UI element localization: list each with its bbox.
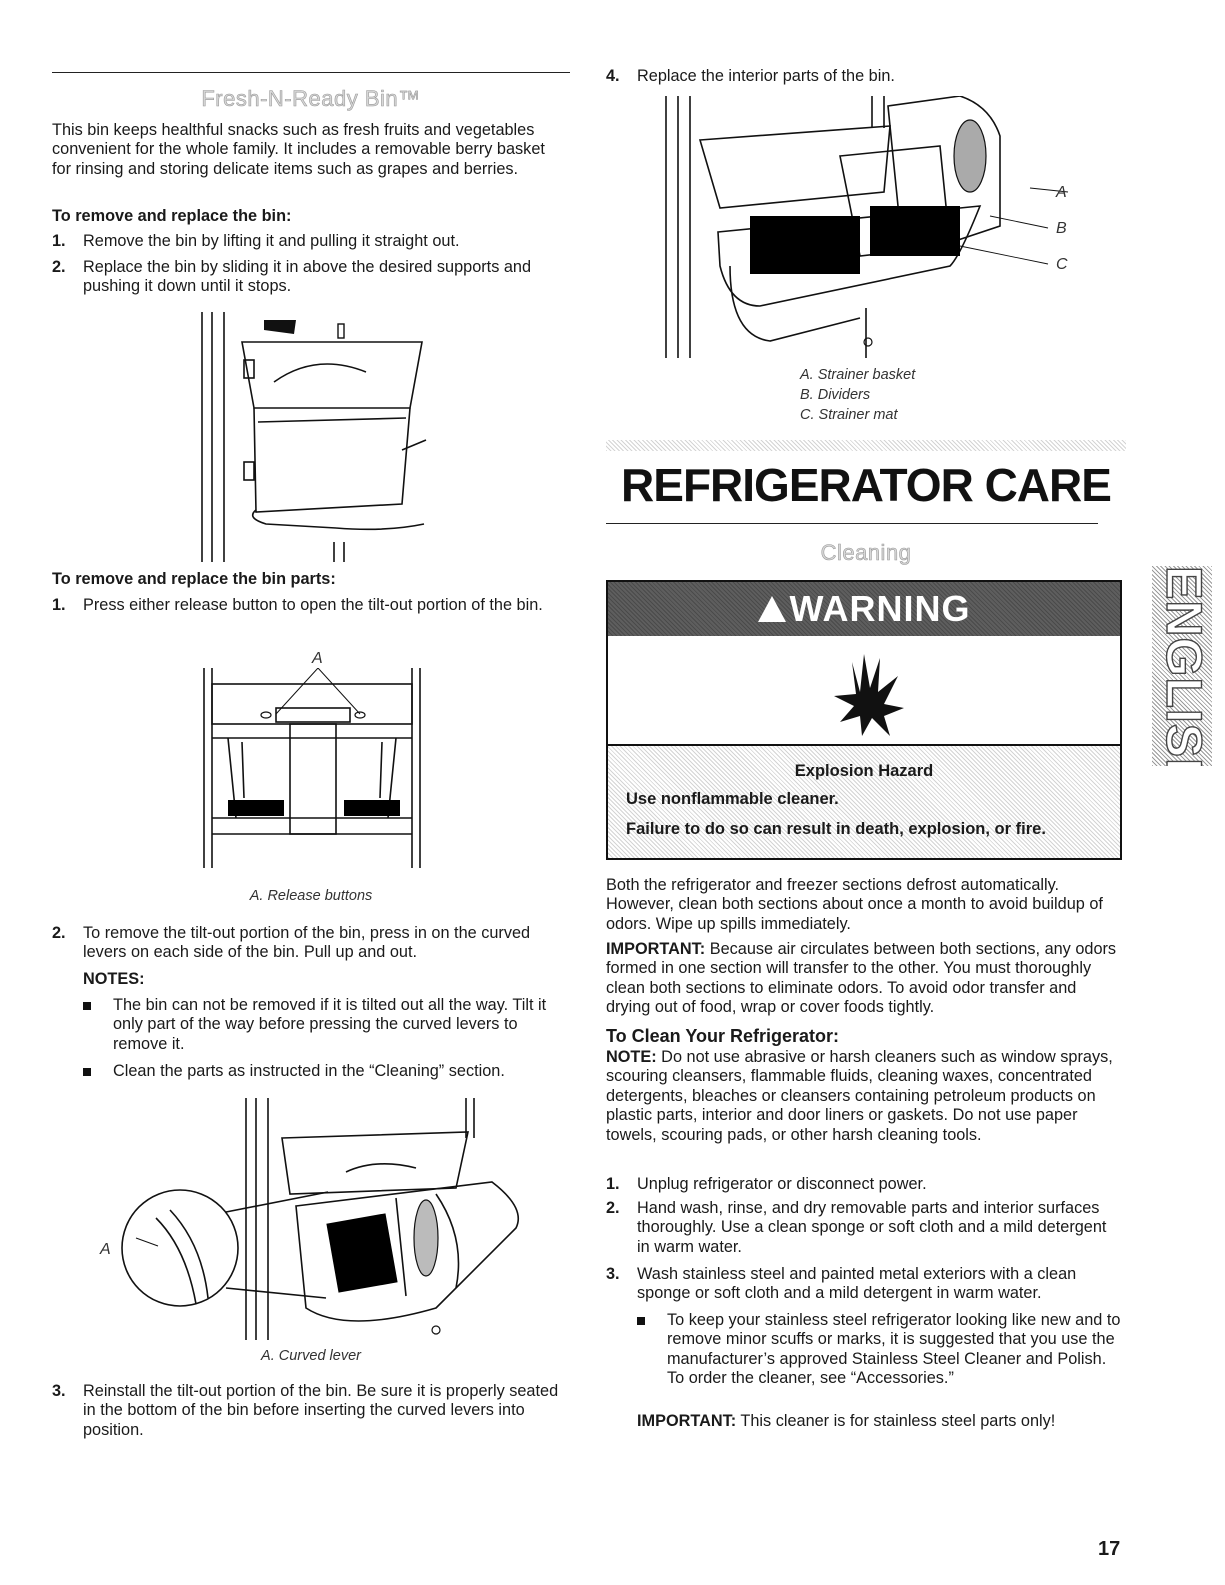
warning-hazard-title: Explosion Hazard: [794, 762, 934, 780]
step-number: 1.: [52, 232, 66, 250]
title-underline: [606, 523, 1098, 524]
figure-label-a-lever: A: [100, 1241, 111, 1258]
strainer-parts-illustration: [665, 96, 1069, 358]
bullet-square: [637, 1317, 645, 1325]
warning-triangle-icon: [757, 596, 786, 622]
strainer-label-a: A: [1056, 184, 1067, 201]
strainer-caption-a: A. Strainer basket: [800, 367, 916, 383]
step-text: Remove the bin by lifting it and pulling…: [83, 232, 460, 250]
figure-label-a: A: [312, 650, 323, 667]
curved-lever-illustration: [121, 1098, 520, 1340]
bin-removal-illustration: [201, 312, 427, 562]
main-title: REFRIGERATOR CARE: [621, 459, 1112, 511]
step-number: 1.: [606, 1175, 620, 1193]
side-tab-english: ENGLISH: [1152, 566, 1212, 766]
warning-label: WARNING: [789, 588, 971, 629]
remove-bin-heading: To remove and replace the bin:: [52, 207, 292, 225]
warning-box: WARNING Explosion Hazard Use nonflammabl…: [606, 580, 1122, 860]
bullet-text: To keep your stainless steel refrigerato…: [667, 1311, 1121, 1388]
warning-header: WARNING: [608, 582, 1120, 636]
step-text: Press either release button to open the …: [83, 596, 543, 614]
step-number: 2.: [606, 1199, 620, 1217]
strainer-caption-b: B. Dividers: [800, 387, 871, 403]
clean-heading: To Clean Your Refrigerator:: [606, 1026, 840, 1046]
important-paragraph-1: IMPORTANT: Because air circulates betwee…: [606, 940, 1122, 1018]
step-number: 3.: [52, 1382, 66, 1400]
important-text: Because air circulates between both sect…: [606, 940, 1117, 1017]
step-text: Replace the bin by sliding it in above t…: [83, 258, 532, 296]
strainer-label-b: B: [1056, 220, 1067, 237]
section-title-cleaning: Cleaning: [820, 540, 912, 566]
note-label: NOTE:: [606, 1048, 657, 1066]
step-number: 1.: [52, 596, 66, 614]
release-buttons-caption: A. Release buttons: [249, 888, 373, 904]
title-divider-hatched: [606, 440, 1126, 451]
step-text: Unplug refrigerator or disconnect power.: [637, 1175, 927, 1193]
step-number: 3.: [606, 1265, 620, 1283]
strainer-label-c: C: [1056, 256, 1068, 273]
curved-lever-caption: A. Curved lever: [261, 1348, 361, 1364]
important-label: IMPORTANT:: [637, 1412, 737, 1430]
step-text: Reinstall the tilt-out portion of the bi…: [83, 1382, 559, 1439]
important-paragraph-2: IMPORTANT: This cleaner is for stainless…: [637, 1412, 1122, 1431]
step-number: 4.: [606, 67, 620, 85]
section-title-fresh-n-ready: Fresh-N-Ready Bin™: [201, 86, 421, 112]
release-buttons-illustration: [203, 668, 421, 868]
step-number: 2.: [52, 258, 66, 276]
warning-line-1: Use nonflammable cleaner.: [626, 790, 839, 808]
notes-label: NOTES:: [83, 970, 145, 988]
top-rule-left: [52, 72, 570, 73]
step-text: Hand wash, rinse, and dry removable part…: [637, 1199, 1107, 1256]
step-text: Wash stainless steel and painted metal e…: [637, 1265, 1077, 1303]
warning-line-2: Failure to do so can result in death, ex…: [626, 820, 1046, 838]
step-text: Replace the interior parts of the bin.: [637, 67, 895, 85]
bullet-text: The bin can not be removed if it is tilt…: [113, 996, 547, 1053]
step-text: To remove the tilt-out portion of the bi…: [83, 924, 531, 962]
defrost-paragraph: Both the refrigerator and freezer sectio…: [606, 876, 1103, 933]
strainer-caption-c: C. Strainer mat: [800, 407, 898, 423]
important-label: IMPORTANT:: [606, 940, 706, 958]
page-number: 17: [1098, 1538, 1121, 1560]
bullet-square: [83, 1002, 91, 1010]
step-number: 2.: [52, 924, 66, 942]
note-paragraph: NOTE: Do not use abrasive or harsh clean…: [606, 1048, 1122, 1145]
remove-parts-heading: To remove and replace the bin parts:: [52, 570, 336, 588]
bullet-square: [83, 1068, 91, 1076]
intro-paragraph: This bin keeps healthful snacks such as …: [52, 121, 545, 178]
explosion-icon: [834, 654, 904, 736]
warning-body: Explosion Hazard Use nonflammable cleane…: [608, 744, 1120, 858]
side-tab-label: ENGLISH: [1155, 566, 1212, 766]
important-text: This cleaner is for stainless steel part…: [736, 1412, 1056, 1430]
bullet-text: Clean the parts as instructed in the “Cl…: [113, 1062, 505, 1080]
note-text: Do not use abrasive or harsh cleaners su…: [606, 1048, 1113, 1144]
